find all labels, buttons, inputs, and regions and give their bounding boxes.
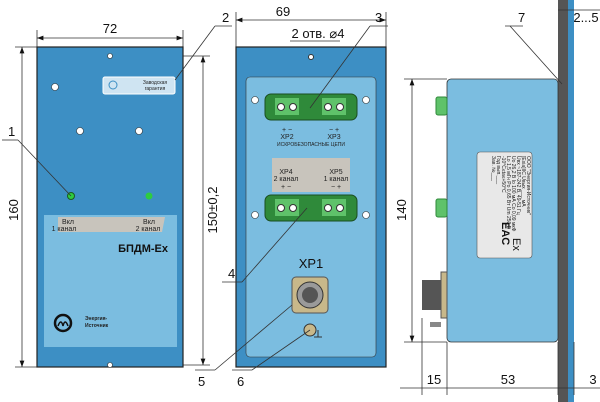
- cable-gland: [422, 271, 448, 327]
- company-logo-icon: [53, 313, 73, 333]
- front-view: 72 160 150±0,2 Заводская гарантия Вкл 1 …: [6, 21, 220, 368]
- panel-thickness-dimension: 2...5: [573, 10, 598, 25]
- svg-text:Uвх ~187-242 В, 49-51 Гц: Uвх ~187-242 В, 49-51 Гц: [515, 156, 521, 215]
- screw-icon: [251, 96, 370, 219]
- channel-label-box: [272, 158, 350, 192]
- eac-mark: EAC: [499, 222, 511, 245]
- xp1-label: XP1: [299, 256, 324, 271]
- led-label-box: [58, 217, 165, 232]
- svg-text:1 канал: 1 канал: [324, 176, 349, 183]
- height-dimension: 160: [6, 199, 21, 221]
- svg-text:− +: − +: [329, 127, 339, 134]
- svg-text:5: 5: [198, 374, 205, 389]
- svg-text:1: 1: [8, 124, 15, 139]
- back-view: 69 2 отв. ⌀4 + − − + XP2 XP3 ИСКРОБЕЗОПА…: [235, 4, 387, 368]
- svg-text:XP4: XP4: [279, 169, 292, 176]
- svg-text:Вкл: Вкл: [62, 219, 74, 226]
- svg-text:53: 53: [501, 372, 515, 387]
- width-dimension: 72: [103, 21, 117, 36]
- connector-xp1: [291, 276, 329, 314]
- svg-text:4: 4: [228, 266, 235, 281]
- mounting-panel: [558, 0, 568, 402]
- terminal-knob: [435, 96, 448, 116]
- svg-text:Год вып.___: Год вып.___: [495, 156, 501, 184]
- svg-text:6: 6: [237, 374, 244, 389]
- mount-dimension: 150±0,2: [205, 187, 220, 234]
- nameplate: ООО "Энергия-Источник" [Exia]IIC Uвых __…: [476, 151, 533, 259]
- svg-text:Uo 26,2 В Io 100 мА Co 0,09: Uo 26,2 В Io 100 мА Co 0,09 мкФ: [510, 156, 516, 232]
- led-channel-2: [145, 192, 153, 200]
- svg-text:2 канал: 2 канал: [136, 226, 161, 233]
- svg-text:Вкл: Вкл: [143, 219, 155, 226]
- holes-note: 2 отв. ⌀4: [292, 26, 345, 41]
- side-view: 140 ООО "Энергия-Источник" [Exia]IIC Uвы…: [394, 0, 600, 402]
- svg-text:Заводская: Заводская: [143, 80, 168, 86]
- svg-text:-10°C≤ta≤+50°C: -10°C≤ta≤+50°C: [500, 156, 506, 193]
- svg-text:+ −: + −: [282, 127, 292, 134]
- ex-mark: Ex: [510, 238, 522, 251]
- callouts: 1 2 3 4 5 6 7: [2, 10, 563, 389]
- svg-text:2 канал: 2 канал: [274, 176, 299, 183]
- svg-text:XP5: XP5: [329, 169, 342, 176]
- mount-hole-icon: [308, 54, 314, 60]
- terminal-knob: [435, 198, 448, 218]
- svg-text:3: 3: [589, 372, 596, 387]
- height-dimension: 140: [394, 199, 409, 221]
- warranty-plate: [102, 76, 176, 95]
- svg-text:ООО "Энергия-Источник": ООО "Энергия-Источник": [525, 156, 531, 215]
- svg-text:[Exia]IIC Uвых ___ мА: [Exia]IIC Uвых ___ мА: [520, 156, 526, 207]
- svg-text:7: 7: [518, 10, 525, 25]
- svg-text:1 канал: 1 канал: [52, 226, 77, 233]
- svg-text:XP3: XP3: [327, 134, 340, 141]
- width-dimension: 69: [276, 4, 290, 19]
- svg-text:XP2: XP2: [280, 134, 293, 141]
- svg-text:Lo 1,5 мГн Po 0,65 Вт Um 250: Lo 1,5 мГн Po 0,65 Вт Um 250 В: [505, 156, 511, 230]
- screw-icon: [51, 53, 143, 368]
- svg-text:3: 3: [375, 10, 382, 25]
- svg-text:− +: − +: [331, 184, 341, 191]
- svg-text:+ −: + −: [281, 184, 291, 191]
- intrinsic-safe-label: ИСКРОБЕЗОПАСНЫЕ ЦЕПИ: [277, 142, 345, 148]
- svg-text:Источник: Источник: [85, 323, 109, 329]
- svg-text:15: 15: [427, 372, 441, 387]
- svg-text:2: 2: [222, 10, 229, 25]
- svg-text:гарантия: гарантия: [145, 86, 166, 92]
- product-name: БПДМ-Ex: [118, 243, 169, 255]
- front-label-area: [44, 215, 177, 347]
- terminal-block-bottom: [264, 194, 358, 222]
- svg-text:Энергия-: Энергия-: [85, 316, 107, 322]
- svg-text:Зав. №___: Зав. №___: [490, 156, 496, 181]
